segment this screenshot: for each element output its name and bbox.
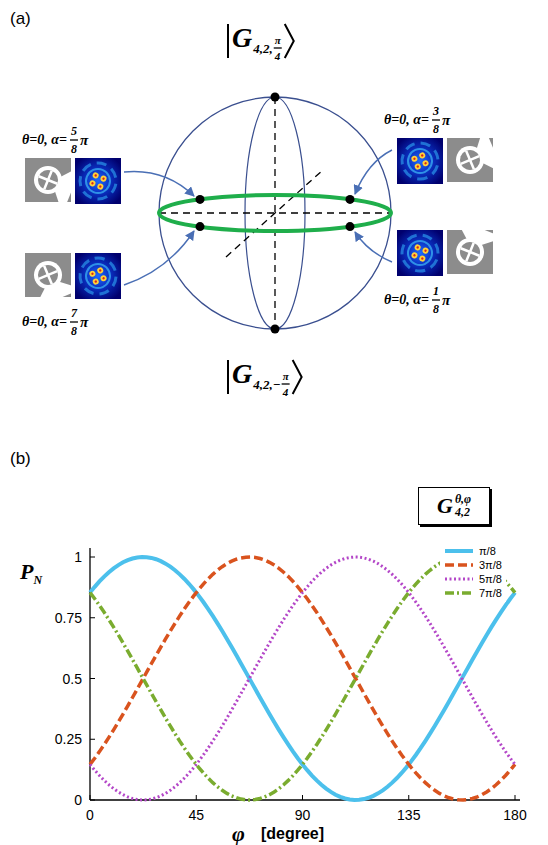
pi-symbol: π: [80, 315, 88, 330]
data-curve: [90, 557, 515, 800]
axis-title: P: [20, 561, 33, 583]
fraction-numerator: π: [283, 371, 289, 382]
legend-label: 7π/8: [479, 587, 502, 599]
fraction-numerator: π: [275, 35, 281, 46]
fraction-denominator: 8: [71, 143, 77, 155]
panel-label: (a): [10, 10, 31, 27]
angle-label: θ=0, α=: [22, 315, 67, 329]
title-letter: G: [437, 495, 453, 517]
phase-mask: [25, 151, 82, 214]
legend-title-box: Gθ,φ4,2: [418, 487, 490, 525]
legend-sample: [444, 574, 474, 584]
ket-bracket: [228, 360, 302, 394]
tick-label: 0.5: [63, 672, 82, 686]
title-subscript: 4,2: [455, 506, 471, 519]
pi-symbol: π: [442, 113, 450, 128]
axis-unit: [degree]: [261, 826, 324, 842]
legend-label: 5π/8: [479, 573, 502, 585]
pi-symbol: π: [442, 293, 450, 308]
tick-label: 90: [295, 808, 311, 822]
legend-sample: [444, 560, 474, 570]
intensity-image: [397, 230, 444, 277]
fraction-bar: [432, 119, 440, 120]
chart-legend: π/8 3π/8 5π/8 7π/8: [440, 542, 506, 602]
data-curve: [90, 557, 515, 800]
data-curve: [90, 557, 515, 800]
phase-mask: [447, 126, 504, 189]
fraction-bar: [70, 321, 78, 322]
tick-label: 0.25: [55, 732, 82, 746]
legend-label: 3π/8: [479, 559, 502, 571]
data-curve: [90, 557, 515, 800]
axis-subscript: N: [33, 574, 42, 586]
tick-label: 0.75: [55, 611, 82, 625]
tick-label: 135: [397, 808, 420, 822]
ket-subscript: 4,2,−: [253, 378, 280, 391]
legend-label: π/8: [479, 545, 496, 557]
tick-label: 45: [188, 808, 204, 822]
intensity-image: [396, 137, 443, 184]
fraction-numerator: 3: [433, 105, 439, 117]
intensity-image: [75, 158, 122, 205]
pointer-arrows: [124, 150, 392, 285]
fraction-bar: [282, 383, 290, 384]
bloch-sphere: [159, 93, 391, 334]
tick-label: 0: [74, 793, 82, 807]
legend-sample: [444, 588, 474, 598]
phase-mask: [19, 252, 82, 309]
ket-bracket: [228, 24, 294, 58]
tick-label: 1: [74, 550, 82, 564]
mode-images: [19, 126, 504, 309]
angle-label: θ=0, α=: [22, 133, 67, 147]
fraction-bar: [274, 47, 282, 48]
title-superscript: θ,φ: [455, 493, 471, 506]
fraction-numerator: 7: [71, 307, 77, 319]
axis-title: φ: [232, 823, 245, 845]
intensity-image: [74, 252, 121, 299]
panel-label: (b): [10, 450, 31, 467]
tick-label: 180: [503, 808, 526, 822]
angle-label: θ=0, α=: [384, 293, 429, 307]
fraction-denominator: 4: [283, 387, 289, 398]
angle-label: θ=0, α=: [384, 113, 429, 127]
fraction-denominator: 8: [433, 123, 439, 135]
fraction-denominator: 8: [433, 303, 439, 315]
pi-symbol: π: [80, 133, 88, 148]
fraction-bar: [70, 139, 78, 140]
legend-sample: [444, 546, 474, 556]
ket-subscript: 4,2,: [253, 42, 273, 55]
tick-label: 0: [86, 808, 94, 822]
ket-letter: G: [232, 24, 252, 52]
fraction-bar: [432, 299, 440, 300]
fraction-numerator: 5: [71, 125, 77, 137]
fraction-denominator: 4: [275, 51, 281, 62]
fraction-numerator: 1: [433, 285, 439, 297]
ket-letter: G: [232, 360, 252, 388]
phase-mask: [441, 218, 504, 275]
fraction-denominator: 8: [71, 325, 77, 337]
